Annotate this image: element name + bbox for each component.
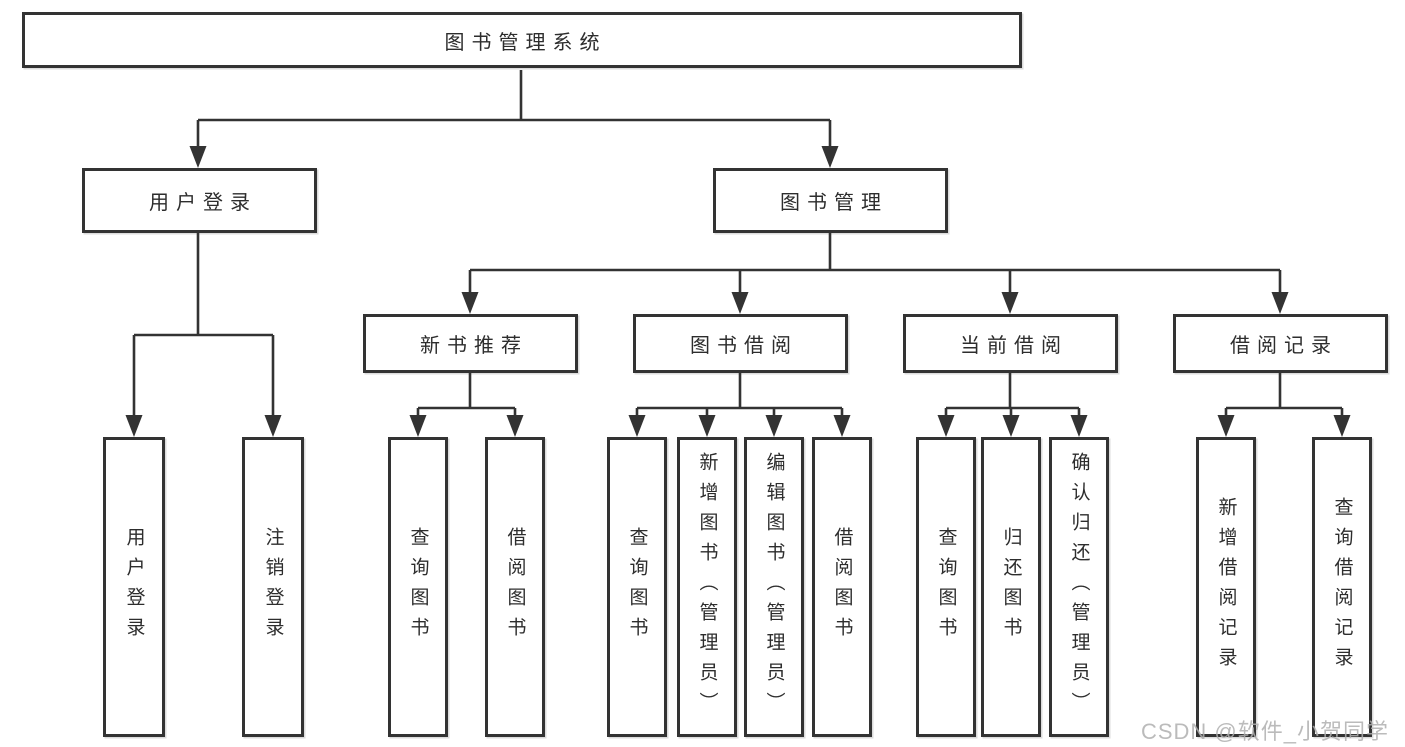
arrowhead-down-icon — [189, 146, 207, 168]
node-new-book-recommend: 新书推荐 — [363, 314, 578, 373]
arrowhead-down-icon — [765, 415, 783, 437]
arrowhead-down-icon — [821, 146, 839, 168]
arrowhead-down-icon — [506, 415, 524, 437]
leaf-edit-book-admin: 编辑图书（管理员） — [744, 437, 804, 737]
arrowhead-down-icon — [264, 415, 282, 437]
arrowhead-down-icon — [698, 415, 716, 437]
leaf-borrow-books-recommend: 借阅图书 — [485, 437, 545, 737]
arrowhead-down-icon — [125, 415, 143, 437]
node-borrowing-records: 借阅记录 — [1173, 314, 1388, 373]
leaf-return-books: 归还图书 — [981, 437, 1041, 737]
leaf-add-book-admin: 新增图书（管理员） — [677, 437, 737, 737]
watermark: CSDN @软件_小贺同学 — [1140, 719, 1389, 744]
arrowhead-down-icon — [1217, 415, 1235, 437]
leaf-confirm-return-admin: 确认归还（管理员） — [1049, 437, 1109, 737]
leaf-query-books-current: 查询图书 — [916, 437, 976, 737]
arrowhead-down-icon — [1271, 292, 1289, 314]
node-book-borrowing: 图书借阅 — [633, 314, 848, 373]
leaf-borrow-books-borrowing: 借阅图书 — [812, 437, 872, 737]
arrowhead-down-icon — [1070, 415, 1088, 437]
leaf-query-books-borrowing: 查询图书 — [607, 437, 667, 737]
arrowhead-down-icon — [833, 415, 851, 437]
leaf-user-login: 用户登录 — [103, 437, 165, 737]
arrowhead-down-icon — [461, 292, 479, 314]
arrowhead-down-icon — [1002, 415, 1020, 437]
arrowhead-down-icon — [628, 415, 646, 437]
leaf-query-books-recommend: 查询图书 — [388, 437, 448, 737]
arrowhead-down-icon — [409, 415, 427, 437]
arrowhead-down-icon — [731, 292, 749, 314]
node-library-system: 图书管理系统 — [22, 12, 1022, 68]
leaf-query-borrow-record: 查询借阅记录 — [1312, 437, 1372, 737]
node-user-login: 用户登录 — [82, 168, 317, 233]
node-current-borrowing: 当前借阅 — [903, 314, 1118, 373]
node-book-management: 图书管理 — [713, 168, 948, 233]
arrowhead-down-icon — [1001, 292, 1019, 314]
arrowhead-down-icon — [937, 415, 955, 437]
leaf-add-borrow-record: 新增借阅记录 — [1196, 437, 1256, 737]
arrowhead-down-icon — [1333, 415, 1351, 437]
leaf-logout: 注销登录 — [242, 437, 304, 737]
